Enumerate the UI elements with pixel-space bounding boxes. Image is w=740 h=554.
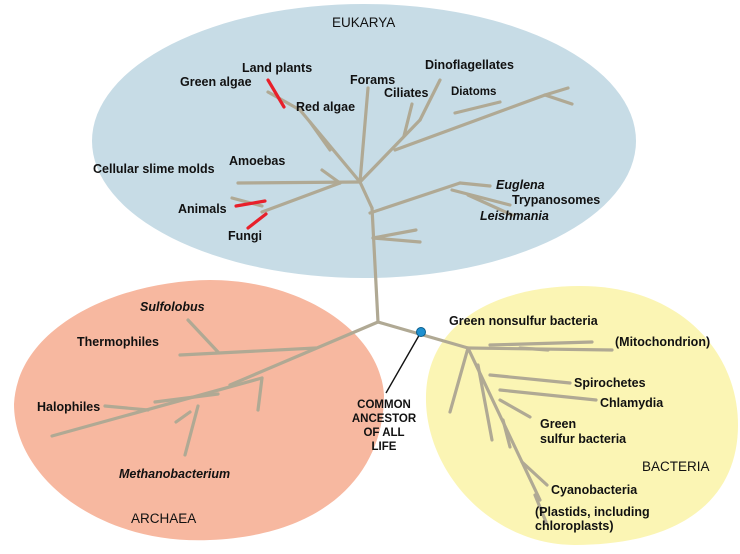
animals-side <box>230 196 264 208</box>
ciliates-branch <box>402 102 414 138</box>
chlamydia-label: Chlamydia <box>600 396 664 410</box>
diatoms-label: Diatoms <box>451 86 497 98</box>
euglena-branch <box>458 181 492 188</box>
cellular-slime-molds-label: Cellular slime molds <box>93 162 215 176</box>
euglena-label: Euglena <box>496 178 545 192</box>
green-algae-label: Green algae <box>180 75 252 89</box>
archaea-side-1 <box>256 376 264 412</box>
ancestor-pointer-line <box>385 331 422 394</box>
archaea-side-2 <box>153 392 220 404</box>
animals-label: Animals <box>178 202 227 216</box>
spirochetes-branch <box>488 373 572 385</box>
fungi-label: Fungi <box>228 229 263 243</box>
cyanobacteria-label: Cyanobacteria <box>551 483 638 497</box>
leishmania-label: Leishmania <box>480 209 549 223</box>
archaea-label: ARCHAEA <box>131 511 197 526</box>
opisthokont-branch <box>236 180 362 185</box>
bacteria-side-2 <box>518 346 550 352</box>
common-ancestor-dot <box>416 327 426 337</box>
red-algae-label: Red algae <box>296 100 356 114</box>
fungi-highlight <box>246 212 268 230</box>
thermophiles-branch <box>178 346 318 357</box>
diatoms-side-1 <box>543 93 574 106</box>
lower-euk-side <box>371 236 422 244</box>
thermophiles-label: Thermophiles <box>77 335 159 349</box>
red-algae-branch <box>308 120 332 152</box>
bacteria-side-4 <box>501 418 512 449</box>
forams-stem <box>358 86 370 184</box>
animals-fungi-branch <box>260 181 342 214</box>
spirochetes-label: Spirochetes <box>574 376 646 390</box>
archaea-region <box>14 280 384 541</box>
euglenozoa-branch <box>368 181 462 215</box>
cyanobacteria-branch <box>520 460 549 487</box>
eukarya-stem <box>358 180 374 210</box>
diatoms-side-2 <box>543 86 570 97</box>
forams-label: Forams <box>350 73 396 87</box>
dinoflagellates-branch <box>418 78 442 122</box>
green-sulfur-branch <box>498 398 532 419</box>
chlamydia-branch <box>498 388 598 402</box>
bacteria-side-3 <box>476 363 494 442</box>
diatoms-side-3 <box>453 100 502 115</box>
plastids-branch <box>533 493 548 524</box>
ciliates-label: Ciliates <box>384 86 429 100</box>
halophiles-label: Halophiles <box>37 400 101 414</box>
bacteria-side-1 <box>488 340 594 347</box>
halophiles-branch <box>103 404 150 412</box>
sulfolobus-branch <box>186 318 220 354</box>
trypanosomes-branch <box>450 188 512 207</box>
green-sulfur-label-line2: sulfur bacteria <box>540 432 627 446</box>
land-plants-highlight <box>266 78 286 109</box>
common-ancestor-label: COMMON ANCESTOR OF ALL LIFE <box>346 398 422 454</box>
common-ancestor-line4: LIFE <box>371 441 397 453</box>
tree-branches <box>50 78 614 524</box>
plastids-label-line1: (Plastids, including <box>535 505 650 519</box>
green-nonsulfur-label: Green nonsulfur bacteria <box>449 314 598 328</box>
diatoms-main-branch <box>393 93 547 152</box>
amoebas-branch <box>320 168 342 185</box>
common-ancestor-line1: COMMON <box>357 399 411 411</box>
methanobacterium-branch <box>183 404 200 457</box>
plastids-label-line2: chloroplasts) <box>535 519 614 533</box>
green-plant-branch <box>266 90 302 112</box>
green-nonsulfur-branch <box>448 346 470 414</box>
bacteria-region <box>425 286 738 545</box>
sulfolobus-label: Sulfolobus <box>140 300 205 314</box>
green-sulfur-label-line1: Green <box>540 417 577 431</box>
dino-group-branch <box>358 118 422 184</box>
trunk-branch <box>370 206 380 324</box>
common-ancestor-line3: OF ALL <box>363 427 405 439</box>
land-plants-label: Land plants <box>242 61 313 75</box>
archaea-stem <box>228 320 380 387</box>
animals-highlight <box>234 199 267 208</box>
mitochondrion-label: (Mitochondrion) <box>615 335 711 349</box>
bacteria-label: BACTERIA <box>642 459 710 474</box>
methanobacterium-label: Methanobacterium <box>119 467 231 481</box>
archaea-side-3 <box>174 410 192 424</box>
archaea-main-branch <box>50 376 264 438</box>
lower-euk-branch <box>371 228 418 240</box>
dinoflagellates-label: Dinoflagellates <box>425 58 514 72</box>
amoebas-label: Amoebas <box>229 154 286 168</box>
trypanosomes-label: Trypanosomes <box>512 193 601 207</box>
highlighted-lineages <box>234 78 286 230</box>
common-ancestor-line2: ANCESTOR <box>351 413 417 425</box>
eukarya-label: EUKARYA <box>332 15 396 30</box>
leishmania-branch <box>466 193 514 217</box>
